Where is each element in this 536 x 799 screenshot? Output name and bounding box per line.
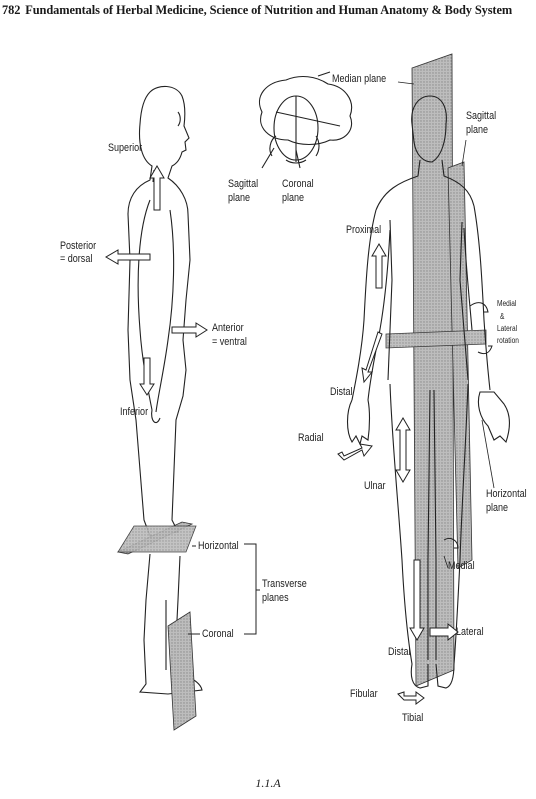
label-radial: Radial <box>298 432 324 444</box>
page-header: 782 Fundamentals of Herbal Medicine, Scie… <box>2 0 536 20</box>
label-horizontal: Horizontal <box>198 540 239 552</box>
side-view-body <box>127 85 203 695</box>
label-fibular: Fibular <box>350 688 378 700</box>
label-tibial: Tibial <box>402 712 424 724</box>
label-sagittal-head-2: plane <box>228 192 251 204</box>
label-proximal: Proximal <box>346 224 382 236</box>
label-anterior: Anterior <box>212 322 244 334</box>
label-medial-rotation-1: Medial <box>497 299 517 308</box>
label-distal-arm: Distal <box>330 386 353 398</box>
label-coronal-head-1: Coronal <box>282 178 314 190</box>
front-view-body <box>346 95 511 689</box>
direction-arrows-left <box>105 165 208 396</box>
transverse-bracket <box>188 543 260 635</box>
label-median-plane: Median plane <box>332 73 387 85</box>
label-horizontal-right-2: plane <box>486 502 509 514</box>
label-lateral: Lateral <box>456 626 484 638</box>
label-medial-rotation-3: Lateral <box>497 324 518 333</box>
head-top-view <box>259 71 352 169</box>
page-number: 782 <box>2 3 21 17</box>
label-medial: Medial <box>448 560 475 572</box>
label-coronal-left: Coronal <box>202 628 234 640</box>
label-posterior: Posterior <box>60 240 97 252</box>
horizontal-plane-band <box>385 329 487 349</box>
label-medial-rotation-2: & <box>500 312 505 321</box>
label-sagittal-head-1: Sagittal <box>228 178 259 190</box>
label-distal-leg: Distal <box>388 646 411 658</box>
label-transverse: Transverse <box>262 578 307 590</box>
label-sagittal-right-2: plane <box>466 124 489 136</box>
label-ulnar: Ulnar <box>364 480 386 492</box>
label-ventral: = ventral <box>212 336 247 348</box>
direction-arrows-right <box>337 243 493 705</box>
leader-lines <box>397 81 495 569</box>
coronal-plane-shape <box>167 611 197 731</box>
page-title: Fundamentals of Herbal Medicine, Science… <box>25 3 513 17</box>
label-horizontal-right-1: Horizontal <box>486 488 527 500</box>
label-superior: Superior <box>108 142 143 154</box>
label-medial-rotation-4: rotation <box>497 336 519 345</box>
label-dorsal: = dorsal <box>60 253 93 265</box>
label-sagittal-right-1: Sagittal <box>466 110 497 122</box>
figure-caption: 1.1.A <box>255 776 281 790</box>
label-planes: planes <box>262 592 289 604</box>
label-coronal-head-2: plane <box>282 192 305 204</box>
label-inferior: Inferior <box>120 406 149 418</box>
